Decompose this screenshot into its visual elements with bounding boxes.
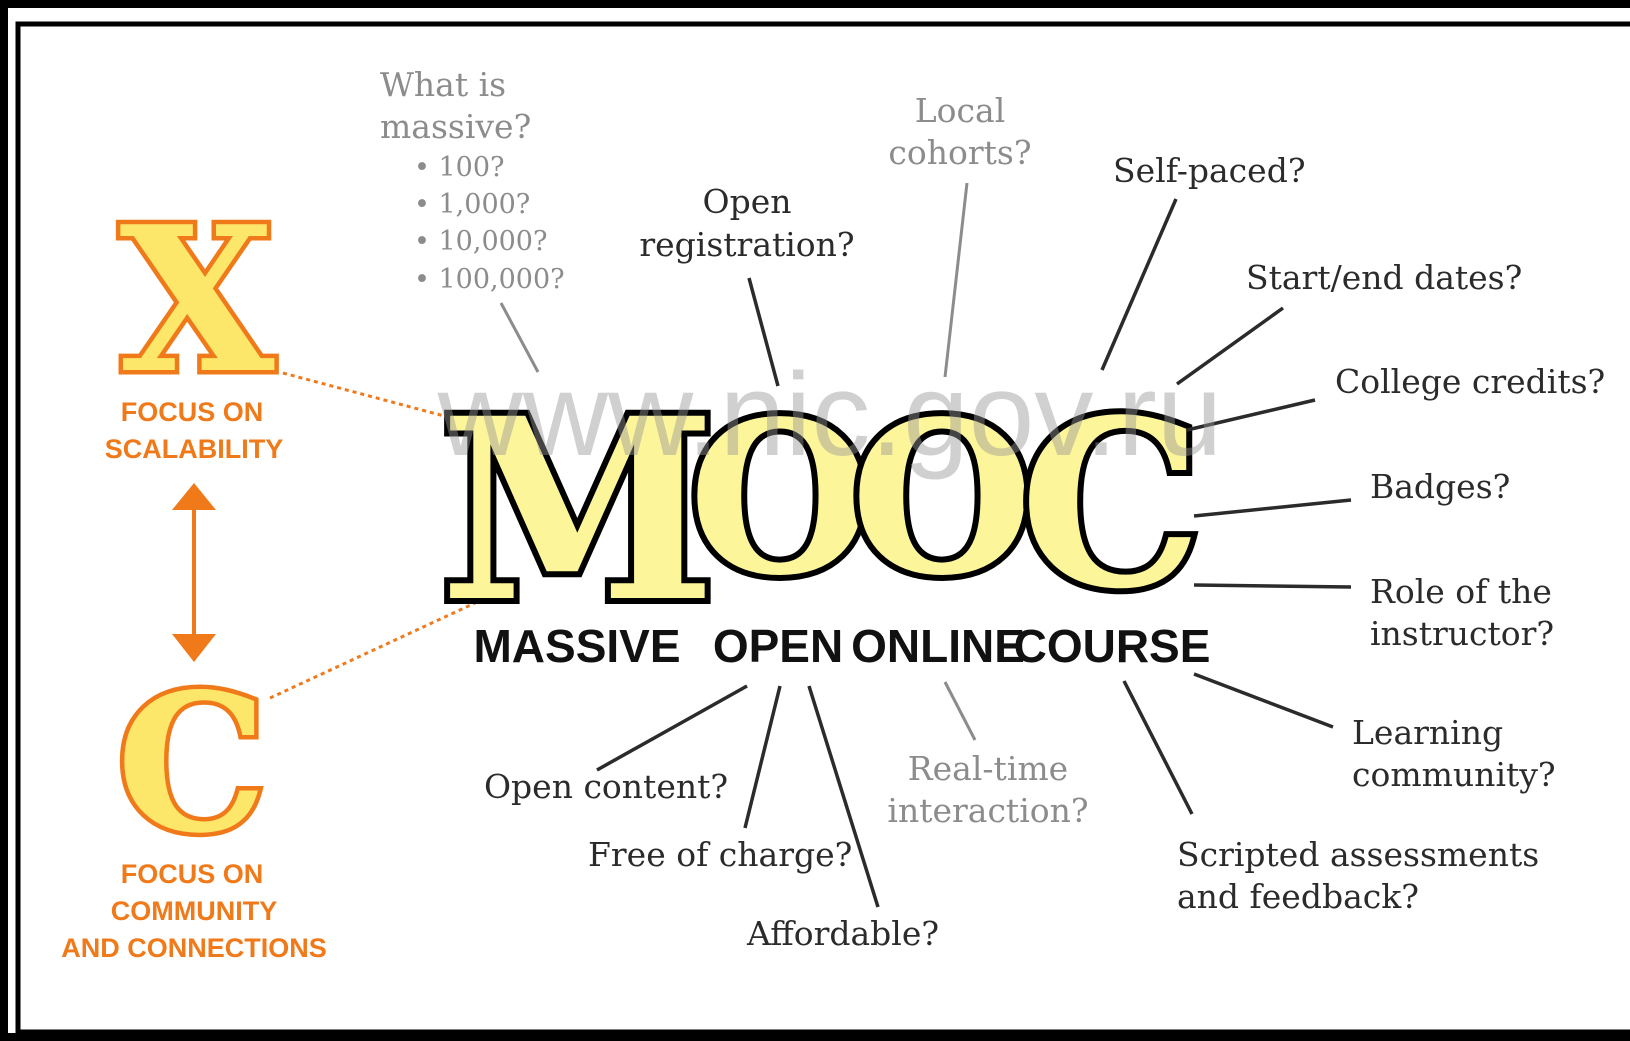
q-role-instructor-line1: Role of the — [1370, 572, 1552, 611]
q-real-time-line2: interaction? — [887, 791, 1088, 830]
q-local-cohorts-line1: Local — [915, 91, 1006, 130]
q-role-instructor-line2: instructor? — [1370, 614, 1554, 653]
cmooc-label-line3: AND CONNECTIONS — [61, 933, 327, 963]
q-scripted-assessments-line2: and feedback? — [1177, 877, 1419, 916]
xmooc-label-line2: SCALABILITY — [105, 434, 284, 464]
watermark: www.nic.gov.ru — [437, 349, 1223, 481]
q-open-registration-line1: Open — [703, 182, 792, 221]
x-connector — [282, 371, 479, 427]
letter-c: C — [1019, 370, 1202, 640]
arrow-down-icon — [172, 634, 216, 662]
massive-bullet: • 100,000? — [414, 264, 565, 295]
question-connectors — [499, 182, 1352, 908]
q-free-of-charge: Free of charge? — [588, 835, 852, 874]
c-letter: C — [116, 652, 267, 875]
double-arrow — [172, 483, 216, 662]
massive-bullet: • 1,000? — [414, 189, 530, 220]
cmooc-group: C FOCUS ON COMMUNITY AND CONNECTIONS — [61, 648, 327, 964]
massive-question-line2: massive? — [380, 107, 531, 146]
q-open-content: Open content? — [484, 767, 728, 806]
q-learning-community-line2: community? — [1352, 755, 1556, 794]
cmooc-label-line1: FOCUS ON — [121, 859, 264, 889]
q-college-credits: College credits? — [1335, 362, 1605, 401]
q-badges: Badges? — [1370, 467, 1510, 506]
word-open: OPEN — [713, 620, 843, 672]
cmooc-label-line2: COMMUNITY — [111, 896, 277, 926]
q-local-cohorts-line2: cohorts? — [888, 133, 1031, 172]
c-connector — [269, 601, 476, 700]
letter-o-1: O — [689, 375, 872, 622]
letter-o-2: O — [851, 375, 1034, 622]
letter-m: M — [440, 363, 717, 657]
mooc-letters: M O O C — [434, 357, 1209, 663]
q-scripted-assessments-line1: Scripted assessments — [1177, 835, 1539, 874]
massive-question-line1: What is — [380, 65, 506, 104]
massive-bullet: • 100? — [414, 152, 505, 183]
q-learning-community-line1: Learning — [1352, 713, 1503, 752]
word-massive: MASSIVE — [473, 620, 680, 672]
xmooc-group: X FOCUS ON SCALABILITY — [105, 179, 284, 465]
q-open-registration-line2: registration? — [639, 225, 854, 264]
xmooc-label-line1: FOCUS ON — [121, 397, 264, 427]
q-self-paced: Self-paced? — [1113, 151, 1306, 190]
word-online: ONLINE — [851, 620, 1025, 672]
inner-frame — [15, 21, 1630, 1035]
q-start-end-dates: Start/end dates? — [1246, 258, 1522, 297]
arrow-up-icon — [172, 483, 216, 510]
q-real-time-line1: Real-time — [908, 749, 1068, 788]
question-labels: Open registration? Local cohorts? Self-p… — [484, 91, 1605, 953]
massive-bullet: • 10,000? — [414, 226, 547, 257]
word-course: COURSE — [1014, 620, 1211, 672]
x-letter: X — [119, 183, 274, 418]
massive-question: What is massive? • 100? • 1,000? • 10,00… — [380, 65, 565, 295]
q-affordable: Affordable? — [746, 914, 939, 953]
